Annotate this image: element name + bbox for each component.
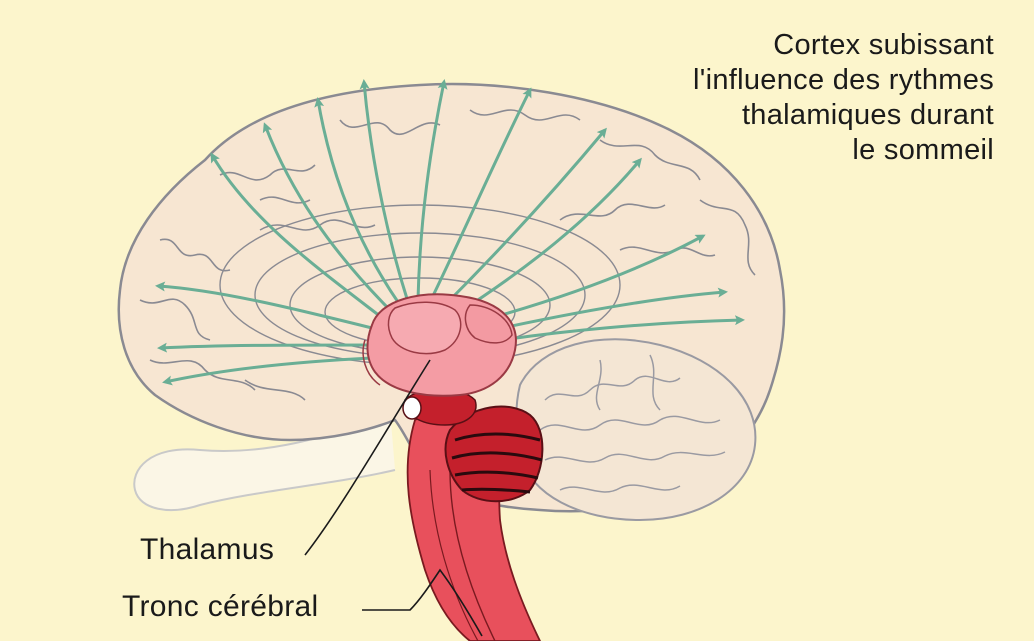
- brainstem-label: Tronc cérébral: [122, 590, 319, 624]
- cortex-label-line-2: l'influence des rythmes: [693, 63, 994, 98]
- cortex-label: Cortex subissant l'influence des rythmes…: [693, 28, 994, 168]
- cortex-label-line-3: thalamiques durant: [693, 98, 994, 133]
- thalamus-label: Thalamus: [140, 533, 274, 567]
- thalamus: [363, 294, 516, 395]
- cortex-label-line-4: le sommeil: [693, 133, 994, 168]
- cortex-label-line-1: Cortex subissant: [693, 28, 994, 63]
